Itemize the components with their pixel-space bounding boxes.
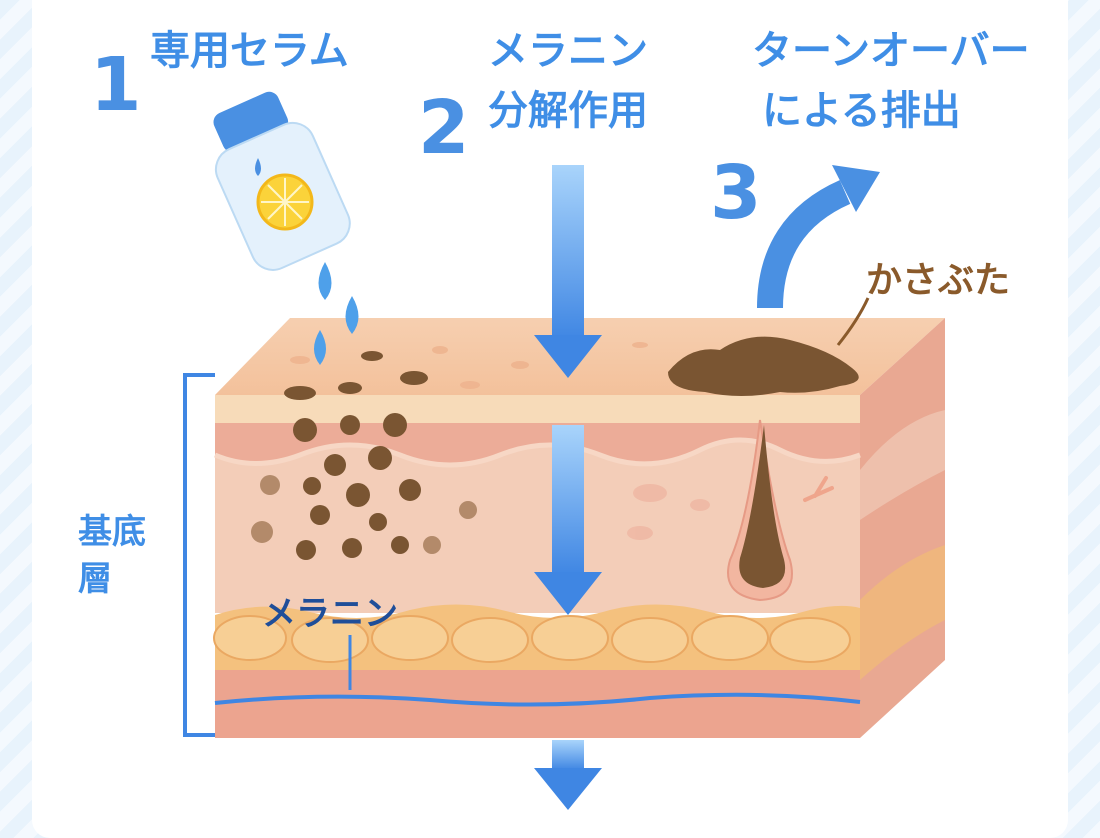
scab <box>668 336 859 396</box>
melanin-surface-dots <box>284 351 428 400</box>
step-2-number: 2 <box>418 85 470 171</box>
stratum-corneum <box>215 395 860 423</box>
step-2-label-line2: 分解作用 <box>488 88 648 134</box>
step-3-label-line1: ターンオーバー <box>752 28 1030 74</box>
turnover-arrow <box>757 165 880 309</box>
step-2-label-line1: メラニン <box>488 28 648 74</box>
step-1-number: 1 <box>90 42 142 128</box>
hair-follicle <box>727 419 834 602</box>
scab-label: かさぶた <box>866 260 1010 301</box>
serum-bottle <box>213 91 351 271</box>
basal-layer-label-line2: 層 <box>78 559 112 599</box>
melanin-granules <box>251 413 477 560</box>
melanin-breakdown-arrow <box>534 165 602 810</box>
serum-drops <box>314 262 359 365</box>
scab-pointer-line <box>836 297 870 346</box>
basal-layer-bracket <box>183 373 215 737</box>
step-1-label: 専用セラム <box>150 28 349 74</box>
basal-line <box>214 692 861 707</box>
step-3-number: 3 <box>710 150 762 236</box>
skin-block <box>213 318 945 738</box>
melanin-label: メラニン <box>262 594 398 634</box>
basal-layer-label-line1: 基底 <box>78 512 146 552</box>
step-3-label-line2: による排出 <box>762 88 961 134</box>
